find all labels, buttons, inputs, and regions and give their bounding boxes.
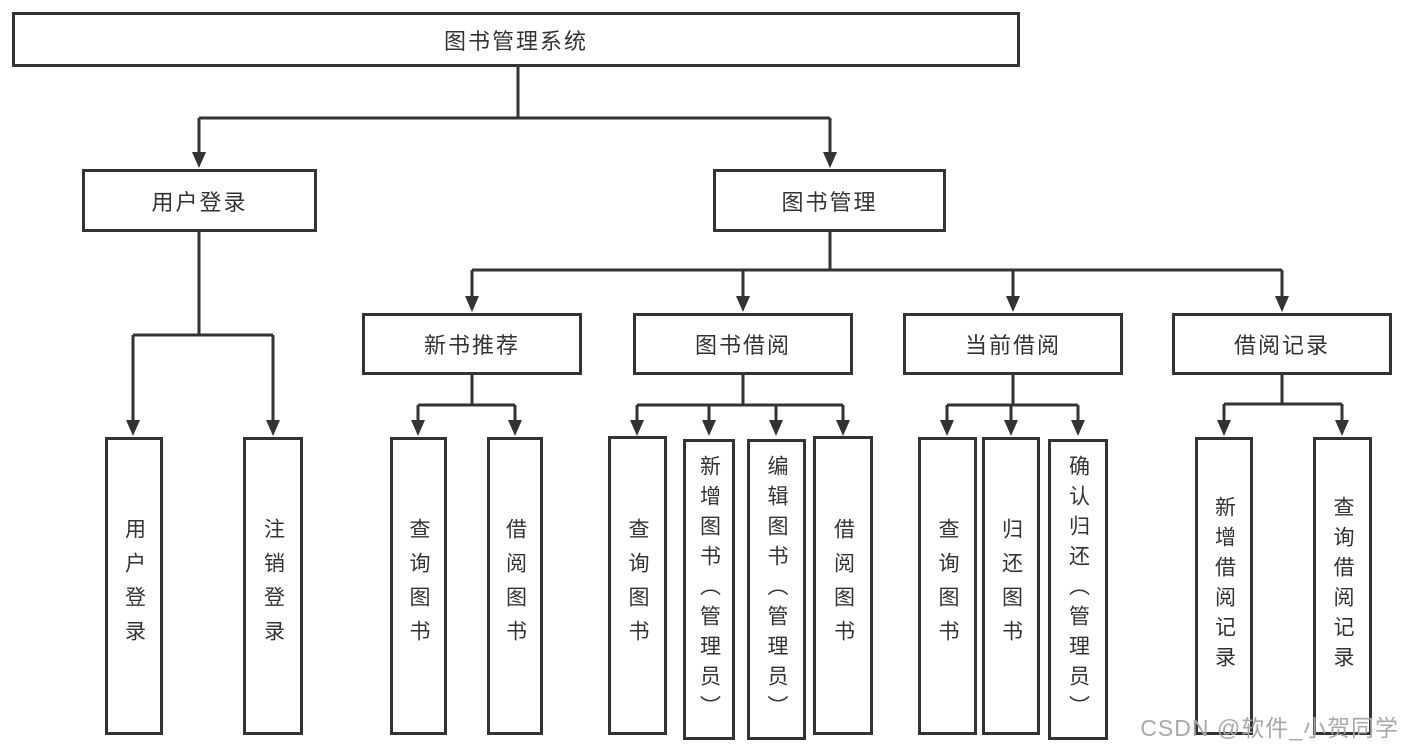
node-label: 借阅图书 xyxy=(503,518,527,654)
node-borrow-records: 借阅记录 xyxy=(1172,313,1392,375)
node-user-login: 用户登录 xyxy=(82,169,317,232)
node-label: 用户登录 xyxy=(151,189,248,215)
node-label: 借阅图书 xyxy=(831,517,855,654)
tree-edges xyxy=(131,67,1344,421)
leaf-bb-add-books-admin: 新增图书（管理员） xyxy=(683,439,735,740)
leaf-cb-return-books: 归还图书 xyxy=(982,437,1040,735)
node-label: 用户登录 xyxy=(122,518,146,654)
leaf-cb-query-books: 查询图书 xyxy=(918,437,977,735)
node-root: 图书管理系统 xyxy=(12,12,1020,67)
node-label: 查询图书 xyxy=(626,517,649,654)
node-label: 编辑图书（管理员） xyxy=(765,454,788,725)
node-label: 注销登录 xyxy=(261,518,285,654)
leaf-bb-query-books: 查询图书 xyxy=(608,436,667,735)
leaf-logout: 注销登录 xyxy=(243,437,303,735)
leaf-nbr-query-books: 查询图书 xyxy=(390,437,447,735)
leaf-bb-borrow-books: 借阅图书 xyxy=(813,436,873,735)
leaf-nbr-borrow-books: 借阅图书 xyxy=(487,437,543,735)
node-label: 新增借阅记录 xyxy=(1212,496,1236,676)
node-label: 图书管理系统 xyxy=(443,28,588,54)
node-label: 查询借阅记录 xyxy=(1331,496,1354,676)
node-label: 当前借阅 xyxy=(964,333,1061,358)
leaf-bb-edit-books-admin: 编辑图书（管理员） xyxy=(747,439,806,740)
leaf-br-add-record: 新增借阅记录 xyxy=(1195,437,1253,735)
arrowheads xyxy=(126,152,1349,436)
node-book-management: 图书管理 xyxy=(713,169,946,232)
node-label: 归还图书 xyxy=(999,518,1023,654)
node-book-borrow: 图书借阅 xyxy=(633,313,853,375)
node-label: 图书借阅 xyxy=(694,333,791,358)
leaf-user-login: 用户登录 xyxy=(105,437,163,735)
leaf-br-query-record: 查询借阅记录 xyxy=(1313,437,1372,735)
node-label: 图书管理 xyxy=(781,189,878,215)
node-label: 新书推荐 xyxy=(423,333,520,358)
node-label: 查询图书 xyxy=(407,518,430,654)
node-label: 借阅记录 xyxy=(1233,333,1330,358)
node-label: 确认归还（管理员） xyxy=(1066,454,1090,725)
node-label: 查询图书 xyxy=(936,518,959,654)
leaf-cb-confirm-return-admin: 确认归还（管理员） xyxy=(1048,439,1108,740)
node-new-book-recommend: 新书推荐 xyxy=(362,313,582,375)
watermark: CSDN @软件_小贺同学 xyxy=(1140,715,1399,741)
node-current-borrow: 当前借阅 xyxy=(903,313,1123,375)
node-label: 新增图书（管理员） xyxy=(697,454,721,725)
